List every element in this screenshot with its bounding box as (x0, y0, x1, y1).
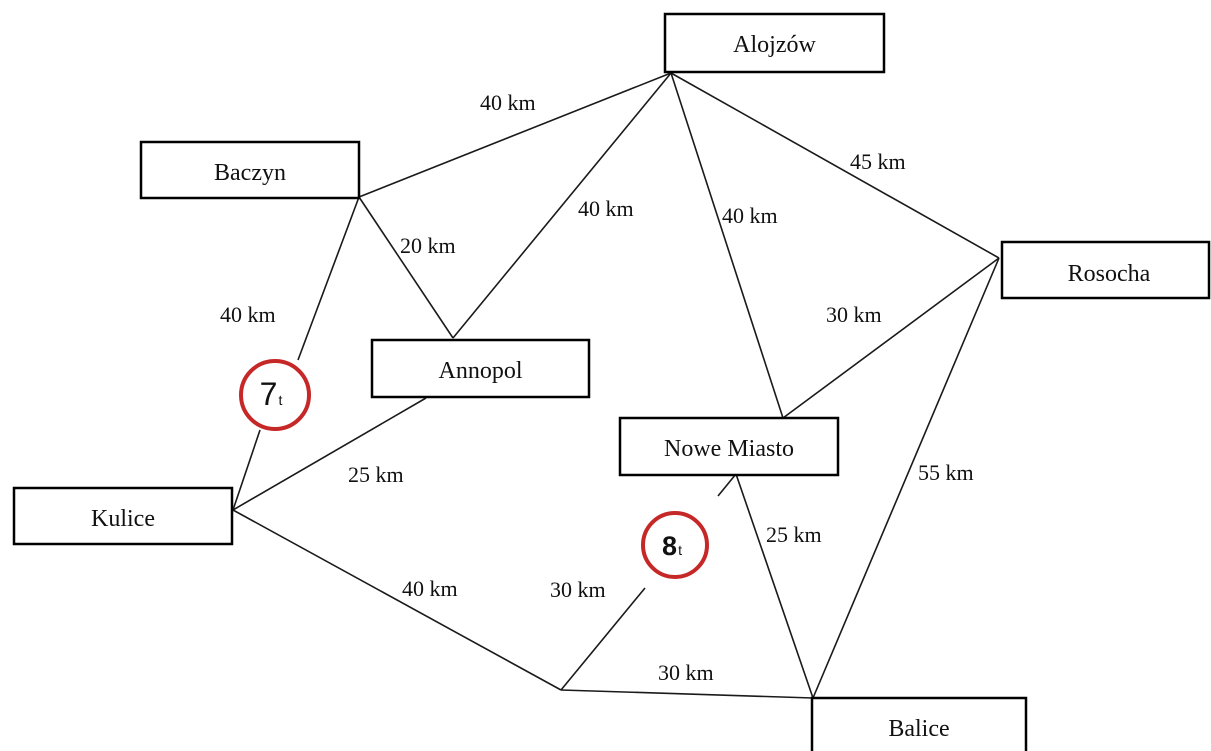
distance-label-nowe-miasto-balice: 25 km (766, 522, 822, 547)
distance-label-annopol-kulice: 25 km (348, 462, 404, 487)
town-annopol: Annopol (370, 338, 591, 399)
road-baczyn-kulice-lower (232, 429, 261, 511)
town-box-alojzow (663, 12, 886, 74)
distance-label-nowe-miasto-rosocha: 30 km (826, 302, 882, 327)
road-annopol-kulice (232, 397, 427, 511)
towns: Alojzów Baczyn Rosocha Annopol Nowe Mias… (12, 12, 1211, 751)
distance-label-annopol-alojzow: 40 km (578, 196, 634, 221)
distance-label-alojzow-rosocha: 45 km (850, 149, 906, 174)
road-junction-nowe-miasto-lower (560, 587, 646, 691)
distance-labels: 40 km 40 km 40 km 45 km 20 km 40 km 30 k… (220, 90, 974, 685)
road-alojzow-nowe-miasto (670, 72, 784, 419)
road-kulice-junction (232, 509, 562, 691)
town-box-baczyn (139, 140, 361, 200)
distance-label-baczyn-annopol: 20 km (400, 233, 456, 258)
town-label-nowe-miasto: Nowe Miasto (664, 436, 794, 462)
road-baczyn-alojzow (358, 72, 672, 198)
distance-label-baczyn-alojzow: 40 km (480, 90, 536, 115)
town-label-annopol: Annopol (439, 358, 523, 384)
distance-label-baczyn-kulice: 40 km (220, 302, 276, 327)
town-label-baczyn: Baczyn (214, 160, 286, 186)
road-baczyn-annopol (358, 196, 454, 339)
road-nowe-miasto-balice (735, 473, 814, 699)
town-balice: Balice (810, 696, 1028, 751)
road-junction-nowe-miasto-upper (717, 473, 737, 497)
road-alojzow-rosocha (670, 72, 1000, 259)
weight-limit-ring-8t (641, 511, 709, 579)
weight-limit-number-7t: 7t (260, 376, 283, 412)
town-box-annopol (370, 338, 591, 399)
road-baczyn-kulice-upper (297, 196, 360, 361)
town-label-alojzow: Alojzów (733, 32, 816, 58)
town-baczyn: Baczyn (139, 140, 361, 200)
weight-limit-number-8t: 8t (662, 531, 682, 561)
town-box-nowe-miasto (618, 416, 840, 477)
weight-limit-ring-7t (239, 359, 311, 431)
weight-limit-sign-7t: 7t (239, 359, 311, 431)
town-label-kulice: Kulice (91, 506, 155, 532)
town-box-rosocha (1000, 240, 1211, 300)
roads (232, 72, 1000, 699)
town-kulice: Kulice (12, 486, 234, 546)
town-label-balice: Balice (888, 716, 949, 742)
weight-limit-sign-8t: 8t (641, 511, 709, 579)
distance-label-rosocha-balice: 55 km (918, 460, 974, 485)
road-annopol-alojzow (452, 72, 672, 339)
town-label-rosocha: Rosocha (1068, 261, 1151, 287)
town-nowe-miasto: Nowe Miasto (618, 416, 840, 477)
distance-label-junction-nowe-miasto: 30 km (550, 577, 606, 602)
town-box-balice (810, 696, 1028, 751)
town-alojzow: Alojzów (663, 12, 886, 74)
distance-label-kulice-junction: 40 km (402, 576, 458, 601)
distance-label-alojzow-nowe-miasto: 40 km (722, 203, 778, 228)
road-nowe-miasto-rosocha (782, 257, 1000, 419)
town-box-kulice (12, 486, 234, 546)
road-junction-balice (560, 689, 814, 699)
town-rosocha: Rosocha (1000, 240, 1211, 300)
distance-label-junction-balice: 30 km (658, 660, 714, 685)
road-rosocha-balice (812, 257, 1000, 699)
